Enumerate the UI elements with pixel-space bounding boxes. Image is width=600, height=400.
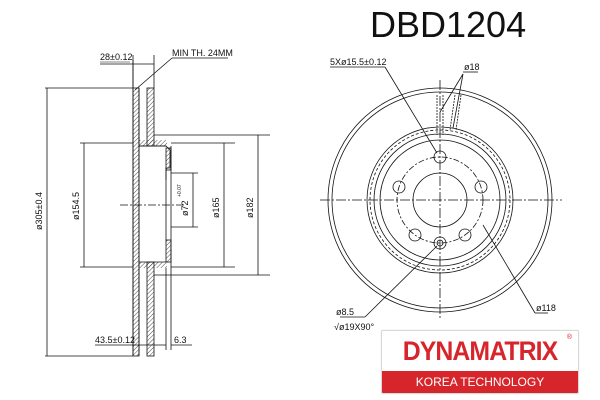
- inner-diameter-label: ø154.5: [71, 192, 81, 220]
- bolt-holes-label: 5Xø15.5±0.12: [330, 57, 386, 67]
- brand-logo: DYNAMATRIX ® KOREA TECHNOLOGY: [381, 330, 579, 394]
- flange-diameter-label: ø182: [245, 197, 255, 218]
- front-view-dimensions: 5Xø15.5±0.12 ø18 ø8.5 √ø19X90° ø118: [330, 57, 556, 332]
- vent-holes-label: ø18: [464, 62, 480, 72]
- brand-tagline: KOREA TECHNOLOGY: [382, 371, 578, 393]
- center-bore-tolerance: +0.07: [177, 184, 183, 197]
- countersink-label: √ø19X90°: [334, 322, 374, 332]
- pcd-label: ø118: [536, 303, 556, 313]
- part-number-title: DBD1204: [370, 4, 527, 45]
- front-view: [320, 66, 562, 318]
- min-thickness-label: MIN TH. 24MM: [172, 48, 233, 58]
- side-view: [45, 55, 270, 357]
- hat-thickness-label: 6.3: [174, 335, 187, 345]
- center-bore-label: ø72: [180, 200, 190, 216]
- side-view-dimensions: 28±0.12 MIN TH. 24MM ø305±0.4 ø154.5 ø72…: [34, 48, 255, 345]
- brand-name: DYNAMATRIX: [402, 336, 558, 366]
- height-label: 43.5±0.12: [95, 335, 135, 345]
- small-hole-label: ø8.5: [336, 307, 354, 317]
- hat-diameter-label: ø165: [211, 197, 221, 218]
- thickness-label: 28±0.12: [100, 52, 132, 62]
- registered-mark: ®: [566, 334, 572, 341]
- outer-diameter-label: ø305±0.4: [34, 192, 44, 230]
